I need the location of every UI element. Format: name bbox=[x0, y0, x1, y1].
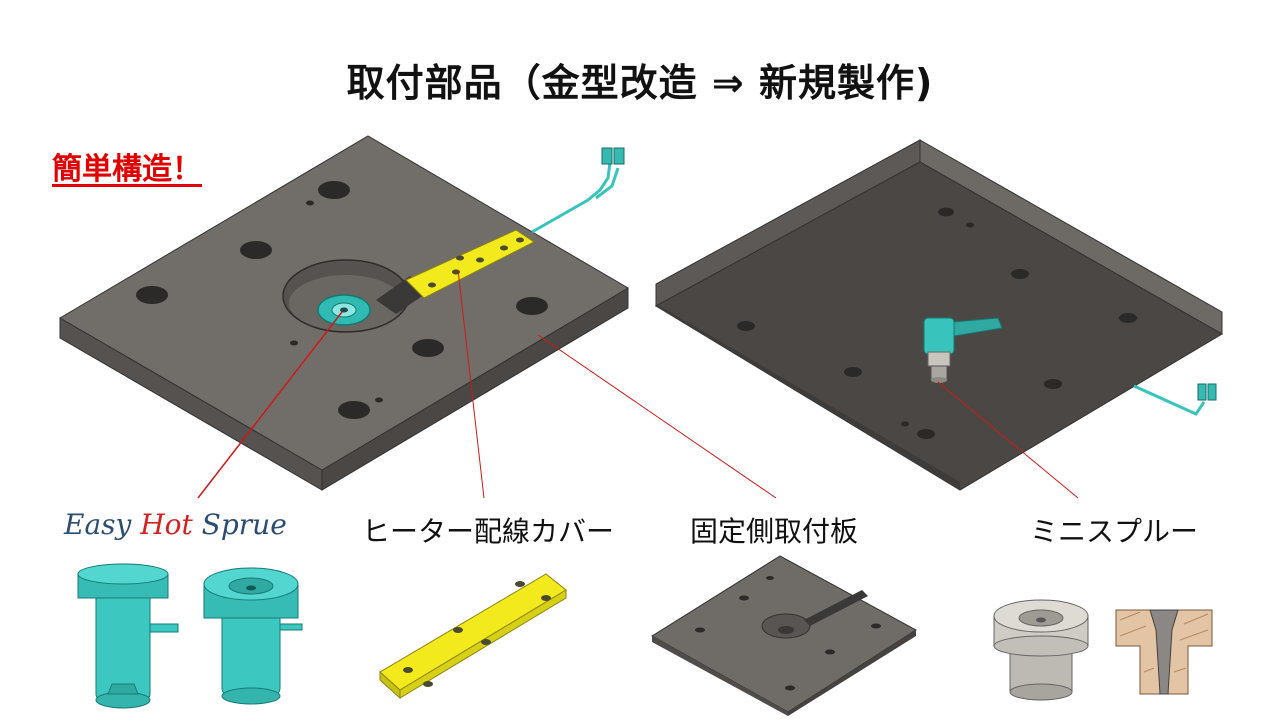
left-plate-small-hole bbox=[375, 397, 383, 403]
cable-connector bbox=[1207, 383, 1217, 401]
heater-cover-part bbox=[379, 573, 567, 700]
left-plate-hole bbox=[338, 401, 370, 419]
cable-connector bbox=[1197, 383, 1207, 401]
right-plate-assembly bbox=[654, 139, 1223, 491]
easy-hot-sprue-label: Easy Hot Sprue bbox=[64, 508, 287, 541]
right-plate-hole bbox=[737, 321, 755, 331]
fixed-plate-label: 固定側取付板 bbox=[690, 515, 859, 548]
left-plate-hole bbox=[136, 286, 168, 304]
right-plate-hole bbox=[1119, 313, 1137, 323]
easy-hot-sprue-part bbox=[77, 563, 303, 709]
left-plate-hole bbox=[516, 297, 548, 315]
cable-connector bbox=[613, 147, 625, 165]
leader-line-cover bbox=[457, 269, 485, 499]
cable-connector bbox=[601, 147, 613, 165]
simple-structure-badge: 簡単構造！ bbox=[52, 152, 202, 187]
heater-cable bbox=[531, 161, 612, 234]
fixed-plate-part bbox=[651, 555, 917, 716]
leader-line-mini-sprue bbox=[937, 381, 1079, 499]
heater-cover-label: ヒーター配線カバー bbox=[362, 515, 615, 548]
right-plate-hole bbox=[966, 222, 974, 228]
right-plate-hole bbox=[901, 421, 909, 427]
right-plate-hole bbox=[1011, 269, 1029, 279]
page-title: 取付部品（金型改造 ⇒ 新規製作) bbox=[346, 61, 934, 105]
left-plate-small-hole bbox=[306, 200, 314, 206]
left-plate-hole bbox=[318, 181, 350, 199]
brand-word-easy: Easy bbox=[64, 508, 132, 541]
mini-sprue-label: ミニスプルー bbox=[1030, 515, 1199, 548]
brand-word-sprue: Sprue bbox=[201, 508, 287, 541]
mini-sprue-part bbox=[993, 599, 1213, 701]
left-plate-hole bbox=[240, 241, 272, 259]
leader-line-sprue bbox=[197, 311, 343, 499]
leader-line-plate bbox=[537, 334, 777, 499]
right-plate-hole bbox=[938, 207, 954, 217]
left-plate-assembly bbox=[59, 135, 629, 491]
brand-word-hot: Hot bbox=[140, 508, 193, 541]
mini-sprue-installed bbox=[923, 317, 955, 355]
right-plate-hole bbox=[1044, 379, 1062, 389]
left-plate-hole bbox=[412, 339, 444, 357]
leader-lines bbox=[197, 269, 1079, 499]
right-plate-hole bbox=[917, 429, 935, 439]
right-plate-hole bbox=[844, 367, 862, 377]
left-plate-small-hole bbox=[290, 340, 298, 346]
